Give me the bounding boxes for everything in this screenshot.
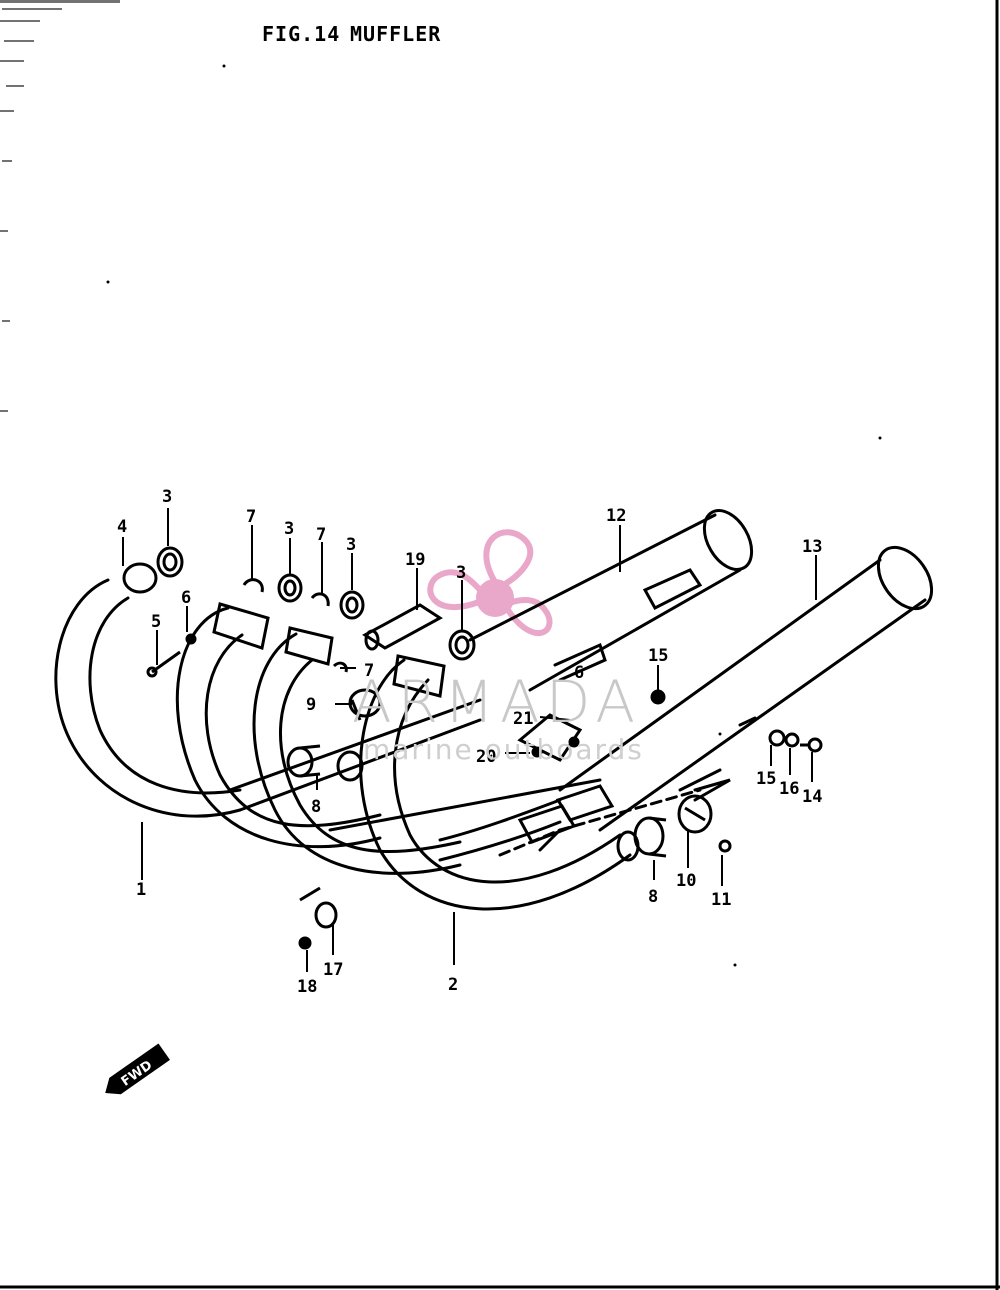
callout-11: 11 [711,890,731,910]
gasket [339,590,365,620]
muffler-left [468,509,754,692]
callout-15: 15 [756,769,776,789]
muffler-right [558,545,934,832]
callout-18: 18 [297,977,317,997]
callout-3: 3 [162,487,172,507]
callout-10: 10 [676,871,696,891]
callout-5: 5 [151,612,161,632]
bolt [807,737,823,753]
callout-7: 7 [246,507,256,527]
gasket [156,546,184,578]
scan-noise [0,0,120,412]
nut [650,689,666,705]
callout-1: 1 [136,880,146,900]
figure-title: MUFFLER [350,22,442,46]
bolt [718,839,732,853]
mufflers [468,509,934,857]
callout-15: 15 [648,646,668,666]
callout-21: 21 [513,709,533,729]
watermark-brand: ARMADA [352,668,642,736]
nut [185,633,197,645]
callout-3: 3 [456,563,466,583]
callout-9: 9 [306,695,316,715]
exhaust-pipes [54,562,640,911]
bolt [298,936,312,950]
callout-8: 8 [311,797,321,817]
gasket [277,573,303,603]
callout-20: 20 [476,747,496,767]
callout-7: 7 [364,661,374,681]
callout-17: 17 [323,960,343,980]
scan-specks [106,64,882,967]
callout-6: 6 [181,588,191,608]
callout-12: 12 [606,506,626,526]
exhaust-pipe-1 [54,578,242,818]
forward-arrow: FWD [105,1043,170,1095]
washer [768,729,786,747]
clamp [314,901,338,929]
watermark-logo [427,529,553,636]
callout-2: 2 [448,975,458,995]
gasket [448,629,476,661]
figure-number: FIG.14 [262,22,341,46]
exhaust-pipe-2 [359,658,632,911]
callout-13: 13 [802,537,822,557]
leader-lines [122,508,817,972]
heat-shield [362,603,443,650]
callout-8: 8 [648,887,658,907]
watermark-tagline: marine outboards [363,733,644,766]
callout-4: 4 [117,517,127,537]
clamp [677,794,713,834]
callout-3: 3 [284,519,294,539]
callout-7: 7 [316,525,326,545]
callout-6: 6 [574,663,584,683]
callout-16: 16 [779,779,799,799]
callout-14: 14 [802,787,822,807]
callout-labels: 1 2 3 3 3 3 4 5 6 6 7 7 7 8 8 9 10 11 12… [117,487,822,997]
washer [784,732,800,748]
callout-3: 3 [346,535,356,555]
callout-19: 19 [405,550,425,570]
bolt [151,650,181,674]
